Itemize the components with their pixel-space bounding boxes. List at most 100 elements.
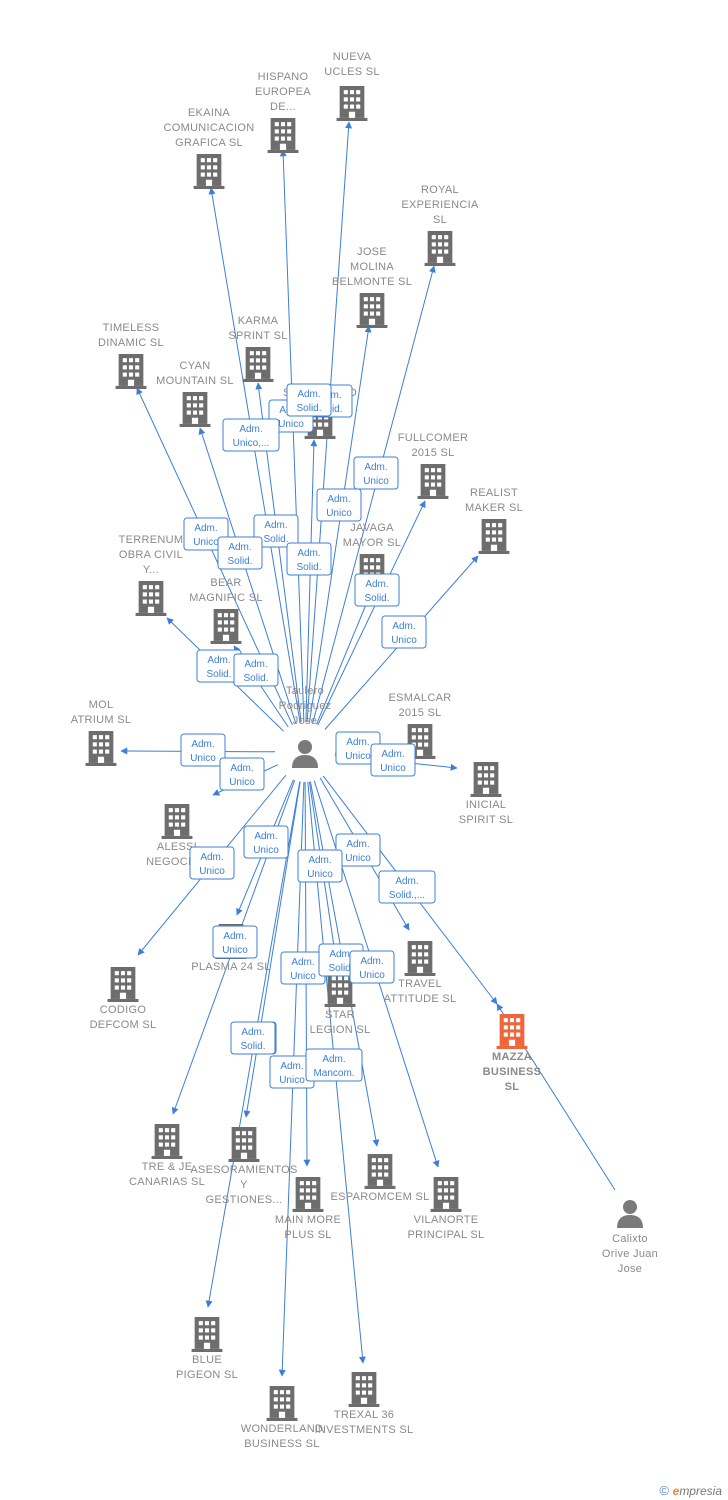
building-icon	[292, 1177, 324, 1212]
edge-label-royal[interactable]: Adm.Unico	[316, 488, 362, 522]
building-icon	[267, 118, 299, 153]
node-label: PLASMA 24 SL	[191, 961, 270, 973]
node-label: TERRENUM	[119, 534, 184, 546]
node-asesoramientos[interactable]: ASESORAMIENTOSYGESTIONES...	[190, 1127, 297, 1206]
edge-label-main_more[interactable]: Adm.Unico	[280, 951, 326, 985]
node-esmalcar[interactable]: ESMALCAR 2015 SL	[389, 692, 452, 759]
edge-label-text: Adm.	[297, 389, 320, 400]
building-icon	[191, 1317, 223, 1352]
building-icon	[364, 1154, 396, 1189]
edge-label-trexal[interactable]: Adm.Mancom.	[305, 1048, 363, 1082]
edge-label-mol[interactable]: Adm.Unico	[180, 733, 226, 767]
edge-label-travel[interactable]: Adm.Unico	[335, 833, 381, 867]
node-label: Taulero	[286, 685, 324, 697]
edge-label-cyan[interactable]: Adm.Solid.	[217, 536, 263, 570]
building-icon	[348, 1372, 380, 1407]
node-label: SL	[433, 214, 447, 226]
edge-label-box	[253, 514, 299, 548]
node-label: HISPANO	[258, 71, 309, 83]
edge-label-box	[381, 615, 427, 649]
edge-label-alessi[interactable]: Adm.Unico	[219, 757, 265, 791]
edge-label-timeless[interactable]: Adm.Unico	[183, 517, 229, 551]
edge-label-solsantino[interactable]: Adm. Solid.	[286, 383, 332, 417]
edge-label-fullcomer[interactable]: Adm.Unico	[353, 456, 399, 490]
edge-label-text: Adm.	[364, 462, 387, 473]
edge-label-box	[349, 950, 395, 984]
edge-label-text: Adm.	[297, 548, 320, 559]
edge-label-mazza-from-calixto[interactable]: Adm.Solid.,...	[378, 870, 436, 904]
edge-label-text: Unico	[359, 970, 385, 981]
edge-label-plasma[interactable]: Adm.Unico	[243, 825, 289, 859]
edge-label-blue[interactable]: Adm.Solid.	[230, 1021, 276, 1055]
node-label: BLUE	[192, 1354, 222, 1366]
node-label: CODIGO	[100, 1004, 147, 1016]
edge-label-text: Adm.	[264, 520, 287, 531]
node-label: Jose	[293, 715, 317, 727]
node-label: GESTIONES...	[206, 1194, 283, 1206]
node-label: ESMALCAR	[389, 692, 452, 704]
edge-label-box	[316, 488, 362, 522]
edge-label-ekaina[interactable]: Adm.Solid.	[253, 514, 299, 548]
building-icon	[430, 1177, 462, 1212]
edge-label-star[interactable]: Adm.Unico	[297, 849, 343, 883]
edge-label-terrenum[interactable]: Adm.Solid.	[196, 649, 242, 683]
node-label: NUEVA	[333, 51, 372, 63]
edge-label-text: Unico	[290, 971, 316, 982]
edge-label-javaga[interactable]: Adm.Solid.	[354, 573, 400, 607]
node-hispano[interactable]: HISPANOEUROPEADE...	[255, 71, 311, 153]
edge-label-bear[interactable]: Adm.Solid.	[233, 653, 279, 687]
node-label: Y...	[143, 564, 159, 576]
node-label: BELMONTE SL	[332, 276, 412, 288]
edge-label-text: Adm.	[346, 737, 369, 748]
node-plasma[interactable]: PLASMA 24 SL	[191, 924, 270, 973]
edge-label-inicial[interactable]: Adm.Unico	[370, 743, 416, 777]
person-icon	[617, 1200, 643, 1228]
edge-label-esmalcar[interactable]: Adm.Unico	[335, 731, 381, 765]
edge-label-box	[243, 825, 289, 859]
edge-label-text: Adm.	[280, 1061, 303, 1072]
edge-label-realist[interactable]: Adm.Unico	[381, 615, 427, 649]
edge-label-vilanorte[interactable]: Adm.Unico	[349, 950, 395, 984]
building-icon	[424, 231, 456, 266]
edge-label-karma[interactable]: Adm.Unico,...	[222, 418, 280, 452]
edge-label-text: Solid.	[296, 403, 321, 414]
node-esparomcem[interactable]: ESPAROMCEM SL	[330, 1154, 429, 1203]
building-icon	[107, 967, 139, 1002]
node-label: MAZZA	[492, 1051, 532, 1063]
edge-label-codigo[interactable]: Adm.Unico	[189, 846, 235, 880]
copyright-icon: ©	[659, 1483, 669, 1498]
edge-label-tre[interactable]: Adm.Unico	[212, 925, 258, 959]
edge-label-jose_molina[interactable]: Adm.Solid.	[286, 542, 332, 576]
edge-label-text: Solid.	[243, 673, 268, 684]
node-label: 2015 SL	[398, 707, 441, 719]
node-label: GRAFICA SL	[175, 137, 243, 149]
empresia-logo[interactable]: empresia	[672, 1484, 722, 1498]
edge-label-box	[305, 1048, 363, 1082]
